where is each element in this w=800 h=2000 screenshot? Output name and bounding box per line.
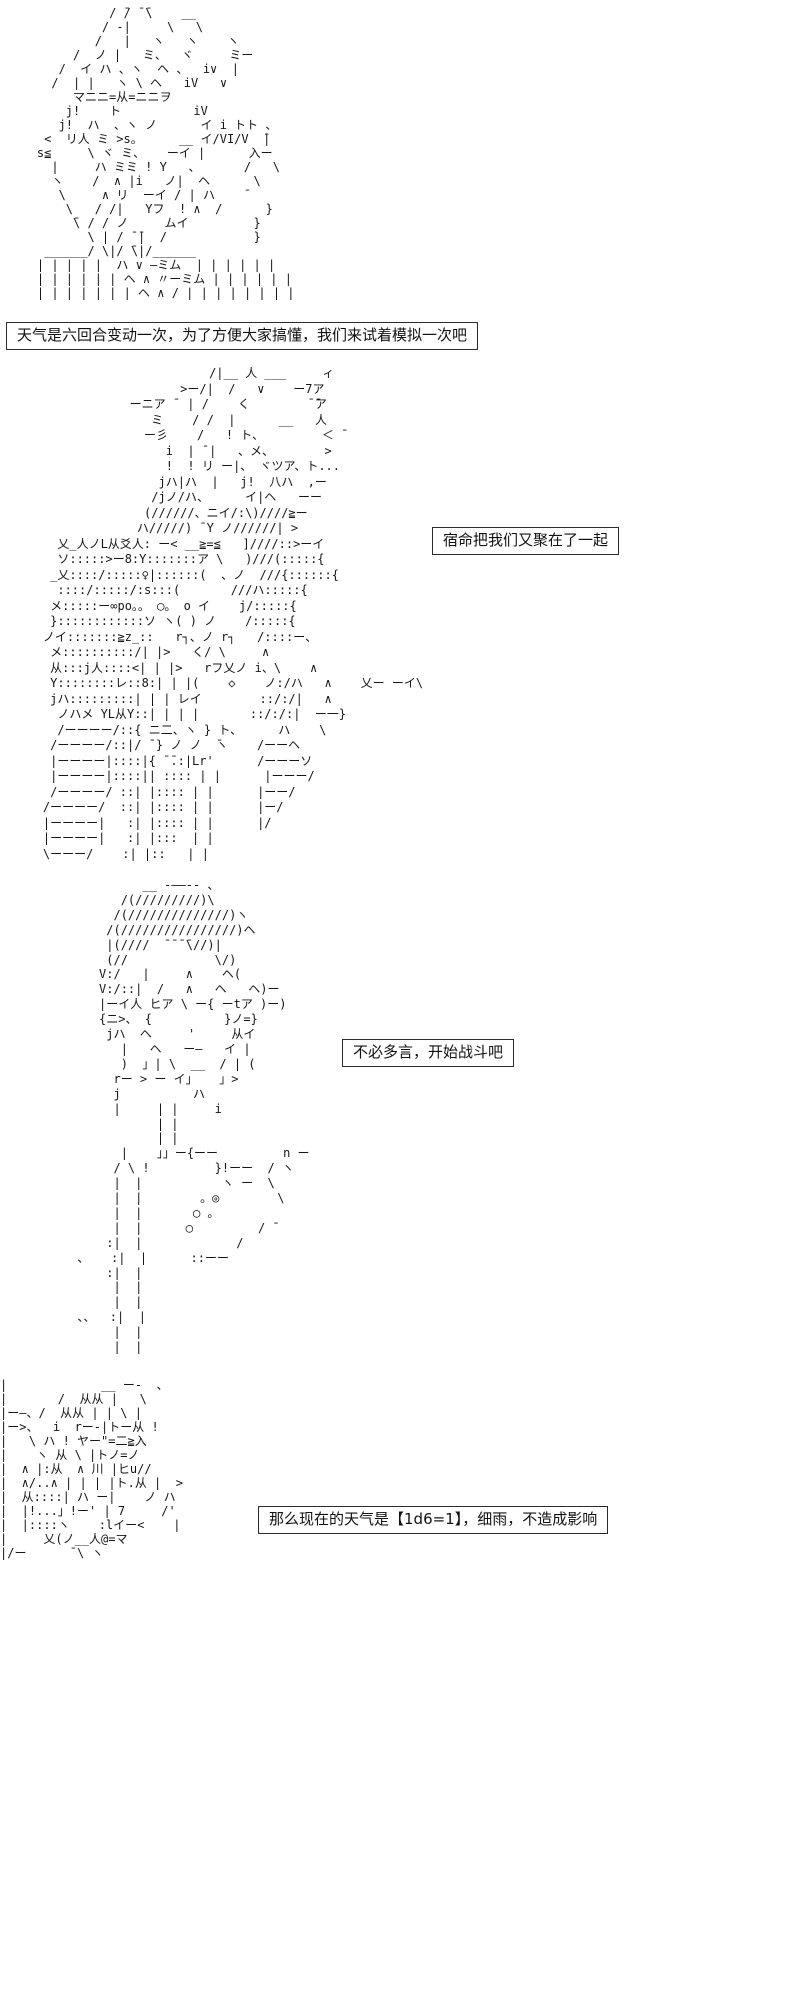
speech-bubble-battle-start: 不必多言，开始战斗吧 — [342, 1039, 515, 1067]
speech-bubble-weather-intro: 天气是六回合变动一次，为了方便大家搞懂，我们来试着模拟一次吧 — [6, 322, 479, 350]
speech-bubble-weather-roll: 那么现在的天气是【1d6=1】，细雨，不造成影响 — [258, 1506, 609, 1534]
ascii-art-figure-4: | __ ー- 、 | / 从从 | \ |ー―、/ 从从 | | \ | |ー… — [0, 1378, 183, 1560]
ascii-art-figure-3: __ -――-- 、 /(/////////)\ /(/////////////… — [77, 878, 310, 1355]
ascii-art-figure-2: /|__ 人 ___ ィ >ー/| / ∨ ー7ア ーニア ̄ | / く ̄ … — [42, 366, 424, 861]
speech-bubble-fate: 宿命把我们又聚在了一起 — [432, 527, 620, 555]
ascii-art-figure-1: / ̄/ ̄ ̄\ __ / ‐| \ \ / | ヽ ヽ ヽ / ノ | ミ、… — [36, 6, 295, 300]
